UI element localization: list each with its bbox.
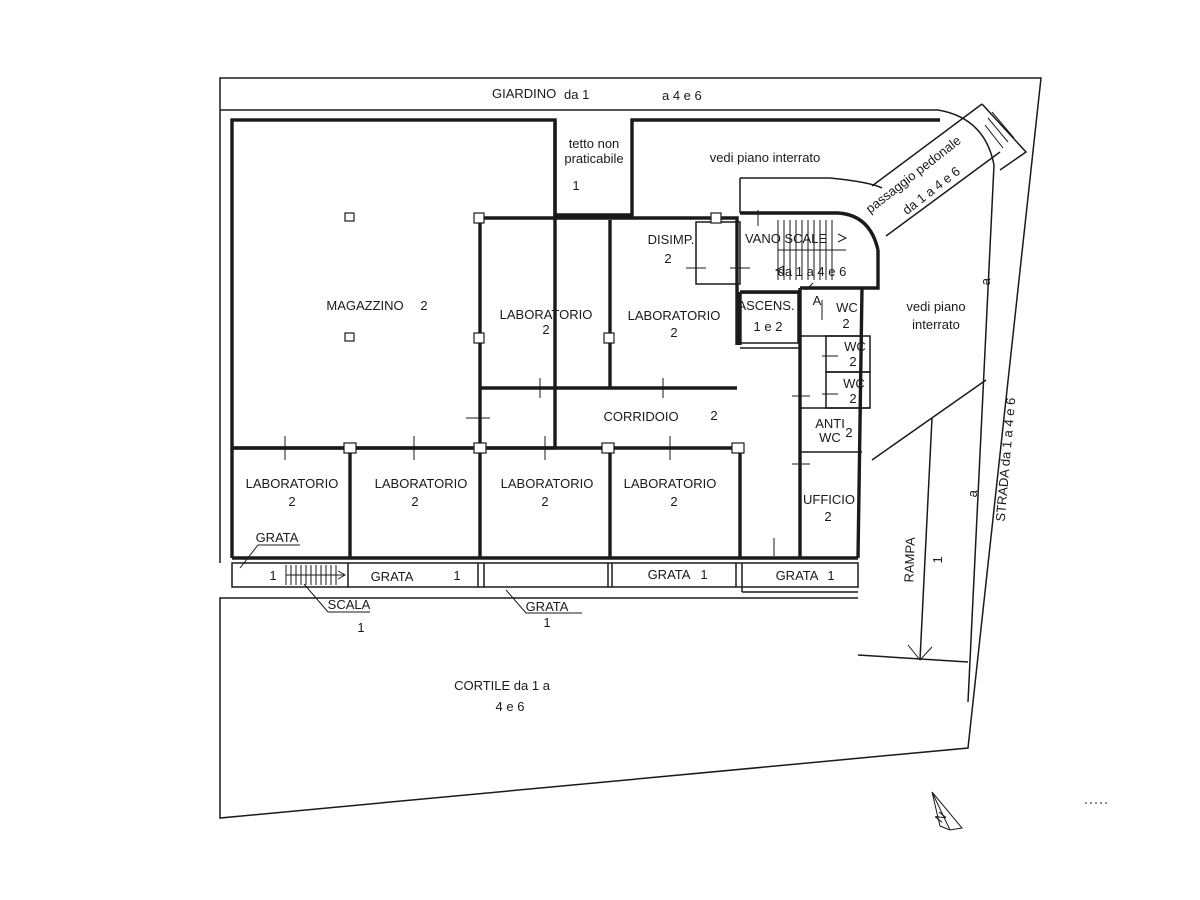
stairs-label: SCALA [328, 597, 371, 612]
lab-6-num: 2 [670, 494, 677, 509]
lab-2-label: LABORATORIO [628, 308, 721, 323]
roof-label-1: tetto non [569, 136, 620, 151]
vehicle-ramp [857, 379, 987, 663]
garden-name: GIARDINO [492, 86, 556, 101]
office-label: UFFICIO [803, 492, 855, 507]
warehouse-num: 2 [420, 298, 427, 313]
wc-1-label: WC [836, 300, 858, 315]
stair-hall-label: VANO SCALE [745, 231, 827, 246]
leader-lines [239, 544, 582, 614]
wc-2-label: WC [844, 339, 866, 354]
marker-a: A [813, 293, 822, 308]
wc-3-label: WC [843, 376, 865, 391]
door-marks [284, 210, 838, 556]
grate-4-num: 1 [827, 568, 834, 583]
roof-label-2: praticabile [564, 151, 623, 166]
stairs-num: 1 [357, 620, 364, 635]
anti-wc-label-2: WC [819, 430, 841, 445]
road-mark-1: a [978, 277, 994, 286]
stair-hall-steps [774, 220, 848, 280]
corridor-label: CORRIDOIO [603, 409, 678, 424]
see-basement-right-2: interrato [912, 317, 960, 332]
roof-num: 1 [572, 178, 579, 193]
structural-columns [343, 212, 745, 454]
grate-5-label: GRATA [526, 599, 569, 614]
grate-5-num: 1 [543, 615, 550, 630]
wc-2-num: 2 [849, 354, 856, 369]
lobby-num: 2 [664, 251, 671, 266]
courtyard-label-2: 4 e 6 [496, 699, 525, 714]
lab-2-num: 2 [670, 325, 677, 340]
wc-1-num: 2 [842, 316, 849, 331]
building-walls [230, 118, 940, 560]
elevator-num: 1 e 2 [754, 319, 783, 334]
north-arrow-icon [931, 791, 963, 831]
courtyard-label-1: CORTILE da 1 a [454, 678, 551, 693]
lab-1-label: LABORATORIO [500, 307, 593, 322]
lab-5-label: LABORATORIO [501, 476, 594, 491]
lab-6-label: LABORATORIO [624, 476, 717, 491]
grate-1-label: GRATA [256, 530, 299, 545]
lab-5-num: 2 [541, 494, 548, 509]
external-stairs [285, 565, 347, 585]
office-num: 2 [824, 509, 831, 524]
lobby-label: DISIMP. [648, 232, 695, 247]
see-basement-top: vedi piano interrato [710, 150, 821, 165]
road-label: STRADA da 1 a 4 e 6 [993, 397, 1019, 522]
corridor-num: 2 [710, 408, 717, 423]
passage-ramp [871, 103, 1028, 237]
garden-from: da 1 [564, 87, 589, 102]
grate-1-num: 1 [269, 568, 276, 583]
stair-hall-range: da 1 a 4 e 6 [778, 264, 847, 279]
grate-3-label: GRATA [648, 567, 691, 582]
lot-boundary [219, 77, 1042, 819]
road-mark-2: a [965, 489, 981, 498]
grate-strip [231, 562, 859, 593]
grate-2-label: GRATA [371, 569, 414, 584]
ramp-label: RAMPA [901, 537, 918, 583]
wc-3-num: 2 [849, 391, 856, 406]
ramp-num: 1 [930, 556, 945, 564]
garden-to: a 4 e 6 [662, 88, 702, 103]
lab-4-num: 2 [411, 494, 418, 509]
lab-1-num: 2 [542, 322, 549, 337]
lab-3-num: 2 [288, 494, 295, 509]
grate-4-label: GRATA [776, 568, 819, 583]
anti-wc-num: 2 [845, 425, 852, 440]
see-basement-right-1: vedi piano [906, 299, 965, 314]
elevator-label: ASCENS. [737, 298, 794, 313]
grate-2-num: 1 [453, 568, 460, 583]
warehouse-label: MAGAZZINO [326, 298, 403, 313]
grate-3-num: 1 [700, 567, 707, 582]
anti-wc-label-1: ANTI [815, 416, 845, 431]
lab-4-label: LABORATORIO [375, 476, 468, 491]
lab-3-label: LABORATORIO [246, 476, 339, 491]
